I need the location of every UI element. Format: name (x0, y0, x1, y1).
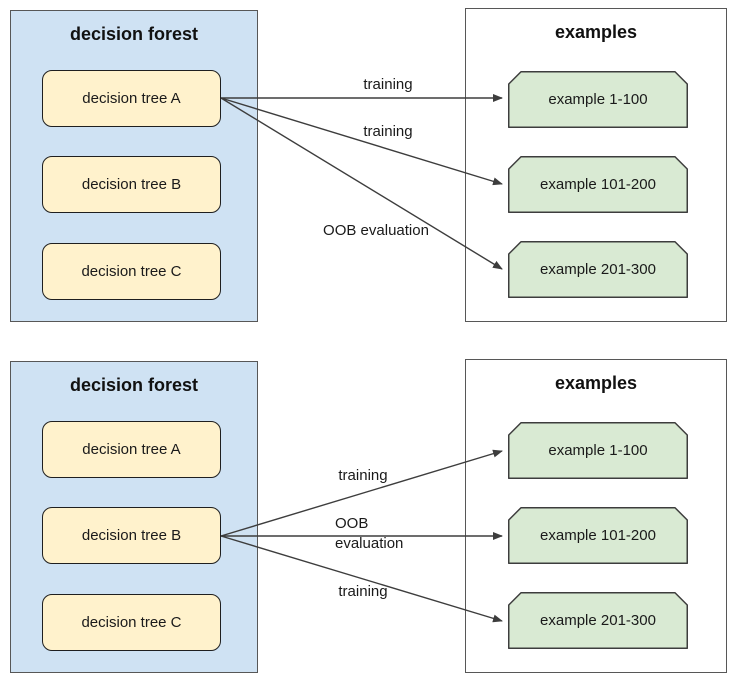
example-node-1-100: example 1-100 (508, 422, 688, 479)
examples-panel: examples example 1-100 example 101-200 e… (465, 359, 727, 673)
example-node-label: example 1-100 (548, 91, 648, 108)
beveled-card-shape (508, 592, 688, 649)
tree-node-a: decision tree A (42, 70, 221, 127)
example-node-101-200: example 101-200 (508, 507, 688, 564)
example-node-201-300: example 201-300 (508, 592, 688, 649)
example-node-label: example 101-200 (540, 176, 656, 193)
forest-panel: decision forest decision tree A decision… (10, 10, 258, 322)
tree-node-b: decision tree B (42, 156, 221, 213)
forest-panel-title: decision forest (69, 24, 199, 44)
tree-node-c: decision tree C (42, 243, 221, 300)
examples-panel-title: examples (554, 22, 638, 42)
example-node-label: example 101-200 (540, 527, 656, 544)
forest-panel: decision forest decision tree A decision… (10, 361, 258, 673)
example-node-1-100: example 1-100 (508, 71, 688, 128)
diagram-section-tree-b: decision forest decision tree A decision… (0, 351, 737, 685)
beveled-card-shape (508, 241, 688, 298)
tree-node-a: decision tree A (42, 421, 221, 478)
example-node-101-200: example 101-200 (508, 156, 688, 213)
example-node-label: example 201-300 (540, 612, 656, 629)
beveled-card-shape (508, 422, 688, 479)
example-node-201-300: example 201-300 (508, 241, 688, 298)
beveled-card-shape (508, 156, 688, 213)
diagram-section-tree-a: decision forest decision tree A decision… (0, 0, 737, 334)
tree-node-c: decision tree C (42, 594, 221, 651)
example-node-label: example 201-300 (540, 261, 656, 278)
beveled-card-shape (508, 507, 688, 564)
beveled-card-shape (508, 71, 688, 128)
forest-panel-title: decision forest (69, 375, 199, 395)
examples-panel-title: examples (554, 373, 638, 393)
examples-panel: examples example 1-100 example 101-200 e… (465, 8, 727, 322)
tree-node-b: decision tree B (42, 507, 221, 564)
example-node-label: example 1-100 (548, 442, 648, 459)
